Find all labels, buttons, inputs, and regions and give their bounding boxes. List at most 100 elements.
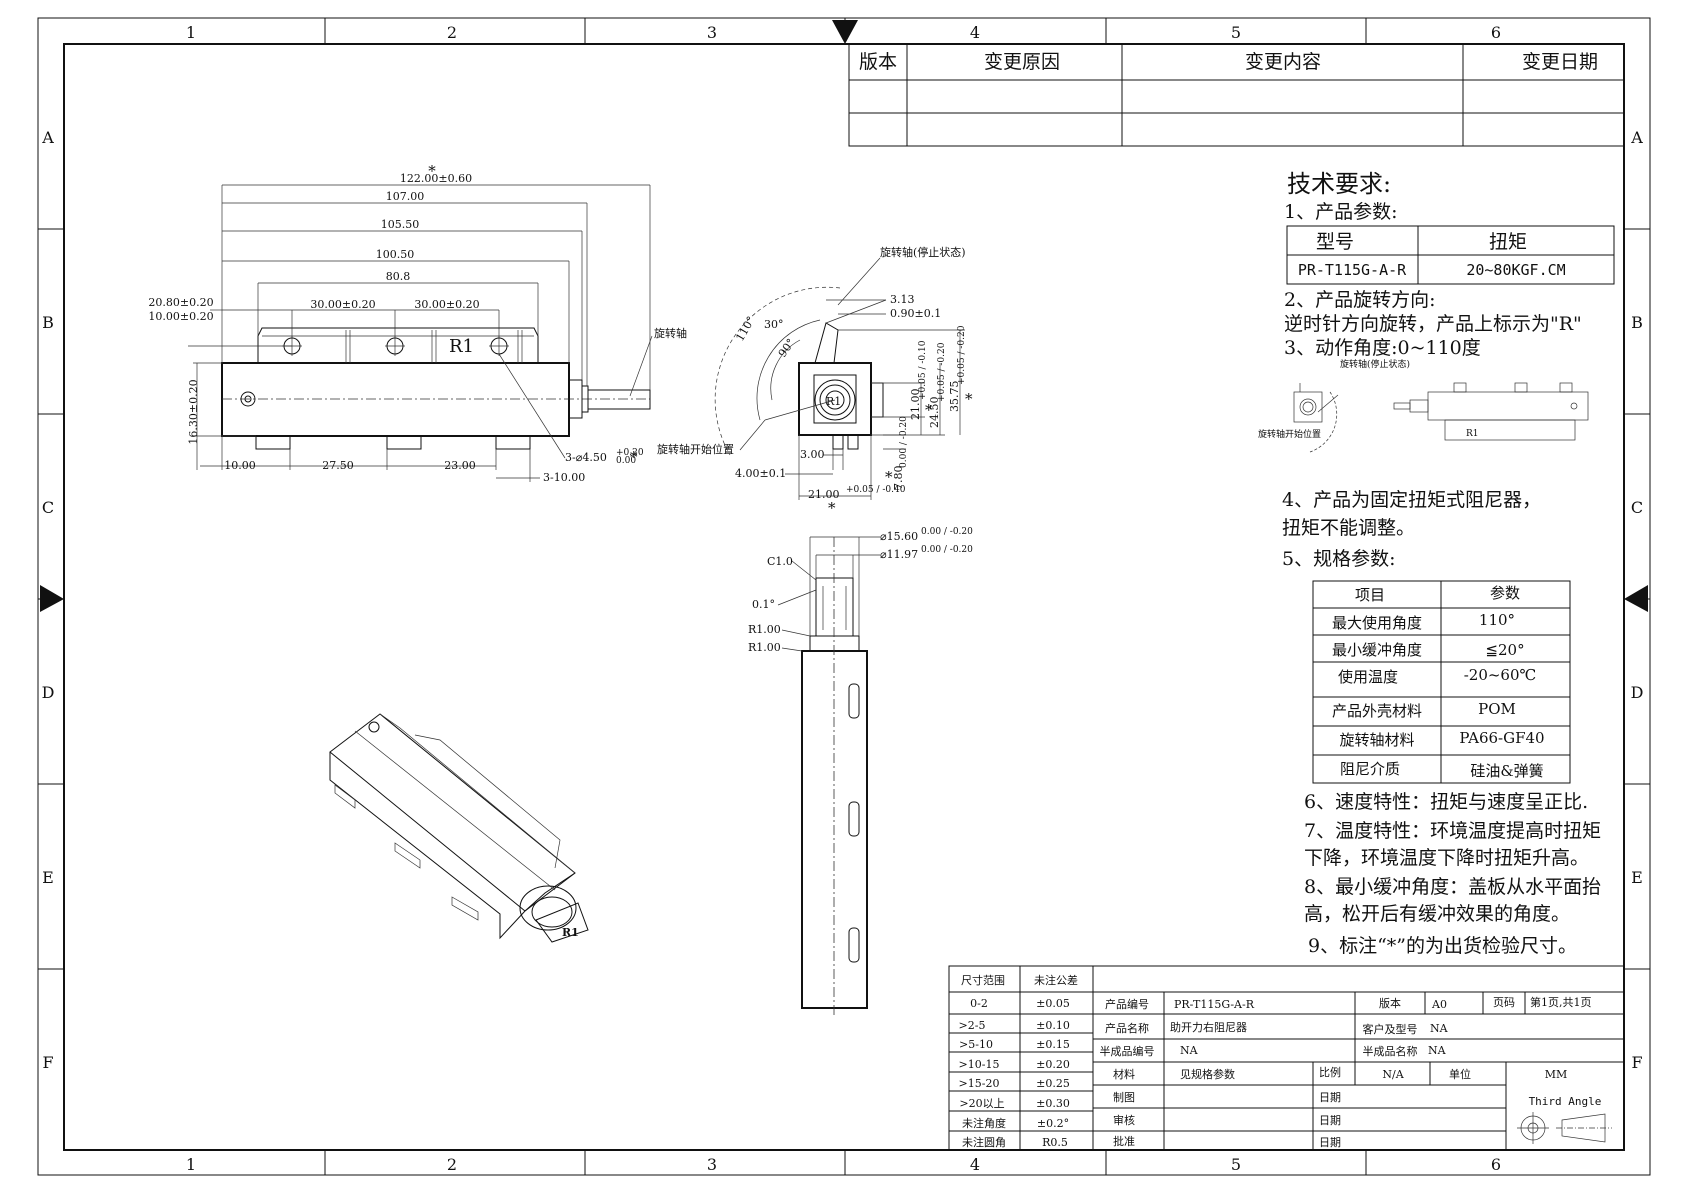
row-label: A xyxy=(41,128,54,147)
product-no: PR-T115G-A-R xyxy=(1174,998,1255,1011)
shaft-label: 旋转轴 xyxy=(654,326,687,340)
dim-80: 80.8 xyxy=(386,270,411,283)
spec-value: 110° xyxy=(1479,611,1515,629)
third-angle-projection-icon xyxy=(1517,1112,1612,1144)
side-dim-780: 7.80 xyxy=(892,466,905,491)
col-label: 4 xyxy=(970,1155,980,1174)
spec-item: 阻尼介质 xyxy=(1340,760,1400,778)
dim-30a: 30.00±0.20 xyxy=(310,298,375,311)
tol-range: >5-10 xyxy=(959,1038,993,1051)
semi-name-label: 半成品名称 xyxy=(1363,1044,1418,1058)
side-dim-400: 4.00±0.1 xyxy=(735,467,786,480)
center-mark-right xyxy=(1624,585,1648,612)
revision-header: 变更内容 xyxy=(1245,51,1321,73)
side-dim-21-tol: +0.05 / -0.10 xyxy=(918,340,928,400)
tol-value: ±0.05 xyxy=(1036,997,1070,1010)
row-label: B xyxy=(1631,313,1643,332)
side-dim-2450-tol: +0.05 / -0.20 xyxy=(937,342,947,402)
col-label: 6 xyxy=(1491,23,1501,42)
tol-header: 尺寸范围 xyxy=(961,973,1005,987)
tech-item: 4、产品为固定扭矩式阻尼器， xyxy=(1282,489,1541,511)
tol-range: >20以上 xyxy=(959,1097,1004,1110)
dim-b10: 10.00 xyxy=(224,459,256,472)
material-label: 材料 xyxy=(1113,1067,1135,1081)
side-label-start: 旋转轴开始位置 xyxy=(657,442,734,456)
col-label: 2 xyxy=(447,23,457,42)
top-dim-1197-tol: 0.00 / -0.20 xyxy=(921,545,973,555)
page: 第1页,共1页 xyxy=(1530,995,1592,1009)
col-label: 5 xyxy=(1231,1155,1241,1174)
side-dim-780-tol: 0.00 / -0.20 xyxy=(899,416,909,468)
spec-header: 参数 xyxy=(1490,584,1520,602)
drawing-frame xyxy=(37,17,1651,1176)
param-table: 型号 扭矩 PR-T115G-A-R 20~80KGF.CM xyxy=(1286,225,1615,285)
spec-table: 项目 参数 最大使用角度 110° 最小缓冲角度 ≦20° 使用温度 -20~6… xyxy=(1312,580,1571,784)
side-dim-300: 3.00 xyxy=(800,448,825,461)
approved-label: 批准 xyxy=(1113,1134,1135,1148)
side-dim-2450: 24.50 xyxy=(928,397,941,429)
front-view: R1 122.00±0.60 * 107.00 105.50 100.50 80… xyxy=(148,162,687,484)
row-label: A xyxy=(1630,128,1643,147)
side-label-stop: 旋转轴(停止状态) xyxy=(880,245,966,259)
row-label: E xyxy=(1631,868,1643,887)
top-dim-c10: C1.0 xyxy=(767,555,793,568)
side-dim-3575: 35.75 xyxy=(948,381,961,413)
tech-item: 高，松开后有缓冲效果的角度。 xyxy=(1304,903,1570,925)
side-dim-3575-tol: +0.05 / -0.20 xyxy=(957,325,967,385)
top-dim-r100b: R1.00 xyxy=(748,641,781,654)
page-label: 页码 xyxy=(1493,996,1515,1009)
side-angle-110: 110° xyxy=(733,314,758,343)
title-block: 尺寸范围 未注公差 0-2 ±0.05 >2-5 ±0.10 >5-10 ±0.… xyxy=(948,965,1625,1151)
date-label: 日期 xyxy=(1319,1091,1341,1104)
dim-total: 122.00±0.60 xyxy=(400,172,472,185)
revision-header: 版本 xyxy=(859,51,897,73)
tol-value: ±0.25 xyxy=(1036,1077,1070,1090)
dim-30b: 30.00±0.20 xyxy=(414,298,479,311)
spec-value: -20~60℃ xyxy=(1464,666,1537,684)
side-dim-21b-tol: +0.05 / -0.40 xyxy=(846,485,906,495)
dim-b27: 27.50 xyxy=(322,459,354,472)
col-label: 1 xyxy=(186,23,196,42)
version-label: 版本 xyxy=(1379,996,1401,1010)
version: A0 xyxy=(1431,998,1447,1011)
tech-item: 下降，环境温度下降时扭矩升高。 xyxy=(1304,847,1589,869)
param-model: PR-T115G-A-R xyxy=(1298,261,1407,279)
spec-item: 最小缓冲角度 xyxy=(1332,641,1422,659)
tech-item: 5、规格参数: xyxy=(1282,548,1396,570)
side-dim-21b: 21.00 xyxy=(808,488,840,501)
spec-value: 硅油&弹簧 xyxy=(1470,762,1543,780)
unit-label: 单位 xyxy=(1449,1067,1471,1081)
param-torque: 20~80KGF.CM xyxy=(1466,261,1565,279)
mini-label: 旋转轴(停止状态) xyxy=(1340,358,1410,370)
spec-item: 使用温度 xyxy=(1338,668,1398,686)
tol-header: 未注公差 xyxy=(1034,973,1078,987)
customer: NA xyxy=(1430,1022,1449,1035)
row-label: F xyxy=(1631,1053,1642,1072)
product-name-label: 产品名称 xyxy=(1105,1021,1149,1035)
tol-range: 未注角度 xyxy=(962,1116,1006,1130)
grid-labels: 1 2 3 4 5 6 1 2 3 4 5 6 A B C D E F A B … xyxy=(41,23,1643,1174)
mini-r1: R1 xyxy=(1466,429,1479,439)
tol-value: ±0.15 xyxy=(1036,1038,1070,1051)
row-label: C xyxy=(1631,498,1643,517)
tol-value: ±0.2° xyxy=(1037,1117,1069,1130)
dim-3x10: 3-10.00 xyxy=(543,471,585,484)
iso-r1: R1 xyxy=(562,926,579,939)
dim-105: 105.50 xyxy=(381,218,420,231)
param-header: 扭矩 xyxy=(1489,231,1527,253)
tech-item: 9、标注“*”的为出货检验尺寸。 xyxy=(1308,935,1577,957)
tech-title: 技术要求: xyxy=(1287,170,1391,198)
tol-value: R0.5 xyxy=(1042,1136,1068,1149)
side-dim-21: 21.00 xyxy=(909,389,922,421)
mini-label: 旋转轴开始位置 xyxy=(1258,428,1321,440)
semi-no: NA xyxy=(1180,1044,1199,1057)
product-name: 助开力右阻尼器 xyxy=(1170,1020,1247,1034)
dim-height: 16.30±0.20 xyxy=(187,379,200,444)
col-label: 3 xyxy=(707,23,717,42)
col-label: 5 xyxy=(1231,23,1241,42)
checked-label: 审核 xyxy=(1113,1113,1135,1127)
param-header: 型号 xyxy=(1316,231,1354,253)
top-dim-r100a: R1.00 xyxy=(748,623,781,636)
col-label: 3 xyxy=(707,1155,717,1174)
center-mark-top xyxy=(832,20,858,44)
